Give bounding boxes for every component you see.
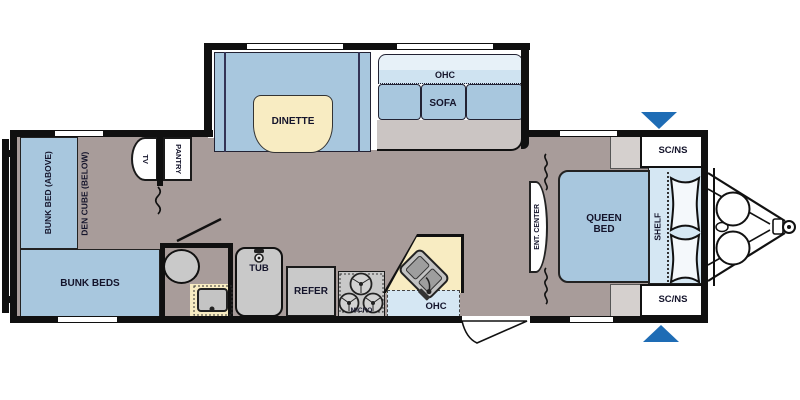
bathroom-wall-top (160, 243, 230, 248)
queen-bed (558, 170, 650, 283)
sofa-label: SOFA (429, 97, 457, 109)
pillow-icon (669, 175, 701, 285)
bathroom-door-swing (176, 217, 222, 243)
wardrobe-wall (157, 131, 163, 186)
tv-label: TV (140, 154, 150, 164)
window (247, 44, 343, 49)
slideout-wall-right (521, 43, 529, 149)
slideout-wall-top (204, 43, 530, 50)
micro-label: MICRO (350, 307, 373, 315)
window (397, 44, 493, 49)
dinette-table (253, 95, 333, 153)
sofa-step-platform (377, 120, 523, 151)
bunk-bed-above-label: BUNK BED (ABOVE) (43, 151, 54, 235)
curtain-squiggle (154, 153, 548, 305)
window (570, 317, 613, 322)
front-wall (701, 130, 708, 323)
den-cube-below-label: DEN CUBE (BELOW) (79, 151, 90, 237)
kitchen-sink-icon (399, 249, 449, 301)
dinette-bench-seam-left (224, 52, 226, 152)
shelf-label: SHELF (651, 213, 662, 241)
bathroom-wall-right (228, 243, 233, 317)
sc-ns-bottom-label: SC/NS (658, 294, 688, 306)
propane-tank-icon (715, 230, 751, 266)
tub-faucet-icon (254, 249, 264, 263)
sofa-ohc-label: OHC (435, 70, 455, 81)
ent-center-label: ENT. CENTER (534, 204, 542, 250)
bunk-beds-label: BUNK BEDS (60, 277, 120, 289)
queen-bed-label: QUEEN BED (586, 213, 622, 235)
entry-door-swing (460, 320, 528, 344)
sc-ns-cabinet-bottom (640, 284, 706, 317)
tub-label: TUB (249, 262, 269, 274)
dinette-bench-seam-right (358, 52, 360, 152)
bottom-wall (10, 316, 708, 323)
window (58, 317, 117, 322)
slideout-gap (371, 52, 378, 150)
pantry-cabinet (163, 137, 192, 181)
toilet-icon (163, 249, 200, 284)
refrigerator (286, 266, 336, 317)
top-wall-rear (10, 130, 213, 137)
bunk-bed-above (20, 137, 78, 249)
trailer-hitch-icon (707, 168, 796, 286)
kitchen-ohc-label: OHC (425, 300, 447, 312)
slideout-wall-left (204, 43, 212, 137)
bath-sink-faucet-icon (193, 285, 233, 316)
stove-burners-icon (338, 272, 384, 314)
shelf-dotted-line (667, 172, 669, 282)
sc-ns-top-label: SC/NS (658, 145, 688, 157)
bunk-beds (20, 249, 160, 317)
window (560, 131, 617, 136)
propane-tank-icon (715, 191, 751, 227)
pantry-label: PANTRY (173, 144, 183, 174)
dinette-label: DINETTE (271, 115, 315, 127)
entry-door-opening (462, 316, 530, 323)
sofa-cushion (421, 84, 466, 120)
sofa-cushion (378, 84, 421, 120)
refer-label: REFER (294, 286, 328, 297)
window (55, 131, 103, 136)
slideout-arrow-icon (641, 112, 679, 342)
rear-bumper (2, 139, 9, 313)
bathroom-wall-left (160, 247, 165, 317)
sofa-cushion (466, 84, 523, 120)
rear-wall (10, 130, 17, 323)
